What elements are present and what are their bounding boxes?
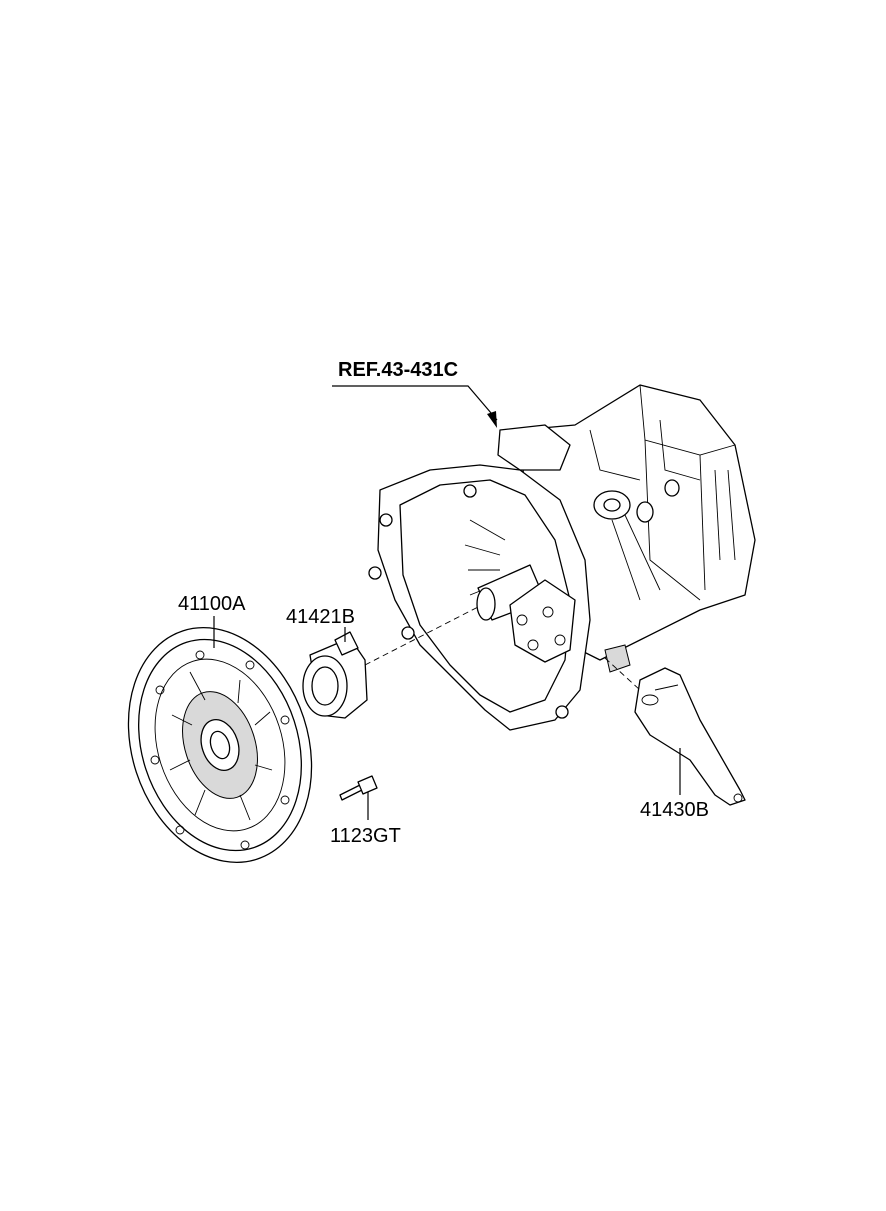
clutch-cover-assembly xyxy=(127,627,313,863)
clutch-bolt-holes xyxy=(150,650,290,850)
ref-arrow-icon xyxy=(487,411,497,428)
part-41421b-label: 41421B xyxy=(286,606,355,628)
release-fork xyxy=(634,667,746,806)
part-41430b-label: 41430B xyxy=(640,799,709,821)
part-1123gt-label: 1123GT xyxy=(330,825,401,847)
part-41100a-label: 41100A xyxy=(178,593,246,615)
ref-callout-label: REF.43-431C xyxy=(338,359,459,381)
bolt xyxy=(339,775,378,801)
transmission-housing xyxy=(368,384,756,731)
leader-lines xyxy=(213,385,681,820)
release-bearing xyxy=(302,631,368,719)
